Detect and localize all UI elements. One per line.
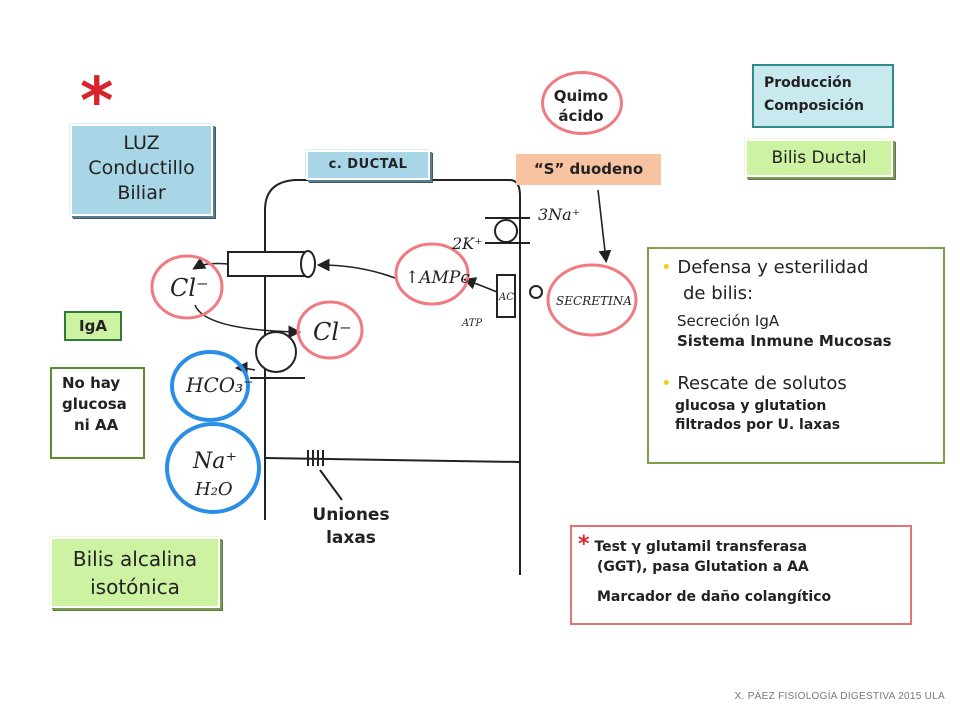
- arrow-atp-to-ampc: [462, 277, 498, 293]
- secretina-circle: [546, 263, 638, 337]
- s-duodeno-box: “S” duodeno: [516, 154, 661, 185]
- quimo-label: Quimo ácido: [536, 86, 626, 126]
- tight-junction-line: [264, 457, 521, 463]
- bilis-alcalina-box: Bilis alcalina isotónica: [50, 537, 220, 608]
- no-hay-line2: glucosa: [62, 395, 127, 413]
- defensa-sub4: filtrados por U. laxas: [675, 417, 841, 433]
- luz-conductillo-box: LUZ Conductillo Biliar: [70, 124, 213, 216]
- no-hay-line1: No hay: [62, 374, 121, 392]
- defensa-bullet2-text: Rescate de solutos: [677, 373, 847, 394]
- uniones-laxas-label: Uniones laxas: [296, 504, 406, 550]
- cl-mid-circle: [296, 300, 364, 360]
- atp-label: ATP: [461, 318, 482, 329]
- test-line1-text: Test γ glutamil transferasa: [594, 539, 807, 555]
- test-line3: Marcador de daño colangítico: [597, 589, 832, 605]
- quimo-circle: [541, 71, 623, 135]
- luz-line3: Biliar: [117, 182, 166, 204]
- test-line2: (GGT), pasa Glutation a AA: [597, 559, 809, 575]
- quimo-line1: Quimo: [553, 87, 609, 105]
- footer-credit: X. PÁEZ FISIOLOGÍA DIGESTIVA 2015 ULA: [734, 691, 945, 702]
- no-hay-line3: ni AA: [74, 416, 119, 434]
- star-icon: *: [80, 65, 114, 139]
- tight-junction-marks: [307, 450, 324, 466]
- produccion-line2: Composición: [764, 98, 864, 114]
- defensa-sub1: Secreción IgA: [677, 312, 780, 330]
- cl-left-circle: [150, 254, 224, 320]
- defensa-bullet1-line1: • Defensa y esterilidad: [649, 249, 943, 281]
- arrow-exchanger-to-hco3: [234, 361, 256, 375]
- cl-mid-label: Cl⁻: [313, 318, 352, 346]
- na3-label: 3Na⁺: [538, 205, 580, 224]
- h2o-label: H₂O: [194, 479, 233, 500]
- ac-label: AC: [498, 292, 514, 303]
- defensa-sub3: glucosa y glutation: [675, 398, 827, 414]
- ampc-circle: [394, 242, 470, 306]
- arrow-ampc-to-channel: [316, 258, 396, 279]
- uniones-line2: laxas: [326, 528, 376, 548]
- defensa-bullet1-text: Defensa y esterilidad: [677, 257, 869, 278]
- bilis-alcalina-line2: isotónica: [90, 575, 180, 599]
- uniones-pointer: [319, 469, 343, 501]
- na-h2o-circle: [165, 422, 261, 514]
- na-k-pump-icon: [494, 219, 518, 243]
- defensa-box: • Defensa y esterilidad de bilis: Secrec…: [647, 247, 945, 464]
- arrow-quimo-to-secretina: [597, 189, 612, 264]
- ampc-label: ↑AMPc: [405, 268, 470, 288]
- bullet-icon: •: [661, 257, 672, 278]
- luz-line2: Conductillo: [88, 157, 195, 179]
- defensa-bullet1-line2: de bilis:: [683, 283, 754, 304]
- quimo-line2: ácido: [558, 107, 604, 125]
- ggt-test-box: * Test γ glutamil transferasa (GGT), pas…: [570, 525, 912, 625]
- receptor-icon: [496, 274, 516, 318]
- cl-left-label: Cl⁻: [170, 274, 209, 302]
- bilis-ductal-box: Bilis Ductal: [745, 139, 893, 177]
- test-line1: * Test γ glutamil transferasa: [572, 527, 910, 557]
- luz-line1: LUZ: [123, 132, 160, 154]
- secretina-label: SECRETINA: [556, 294, 632, 308]
- bilis-alcalina-line1: Bilis alcalina: [72, 547, 198, 571]
- ductal-cell-label: c. DUCTAL: [306, 150, 430, 180]
- arrow-cl-to-cl: [194, 304, 302, 339]
- defensa-sub2: Sistema Inmune Mucosas: [677, 332, 892, 350]
- defensa-bullet2: • Rescate de solutos: [649, 351, 943, 397]
- hco3-label: HCO₃⁻: [185, 373, 254, 397]
- cell-membrane: [264, 179, 521, 575]
- produccion-box: Producción Composición: [752, 64, 894, 128]
- exchanger-icon: [255, 331, 297, 373]
- uniones-line1: Uniones: [312, 505, 390, 525]
- na-label: Na⁺: [192, 449, 237, 474]
- bullet-icon: •: [661, 373, 672, 394]
- iga-box: IgA: [64, 311, 122, 341]
- test-star-icon: *: [578, 532, 590, 557]
- k-label: 2K⁺: [451, 234, 483, 253]
- hco3-circle: [170, 350, 250, 422]
- no-hay-glucosa-box: No hay glucosa ni AA: [50, 367, 145, 459]
- produccion-line1: Producción: [764, 75, 852, 91]
- cl-channel-icon: [227, 250, 316, 278]
